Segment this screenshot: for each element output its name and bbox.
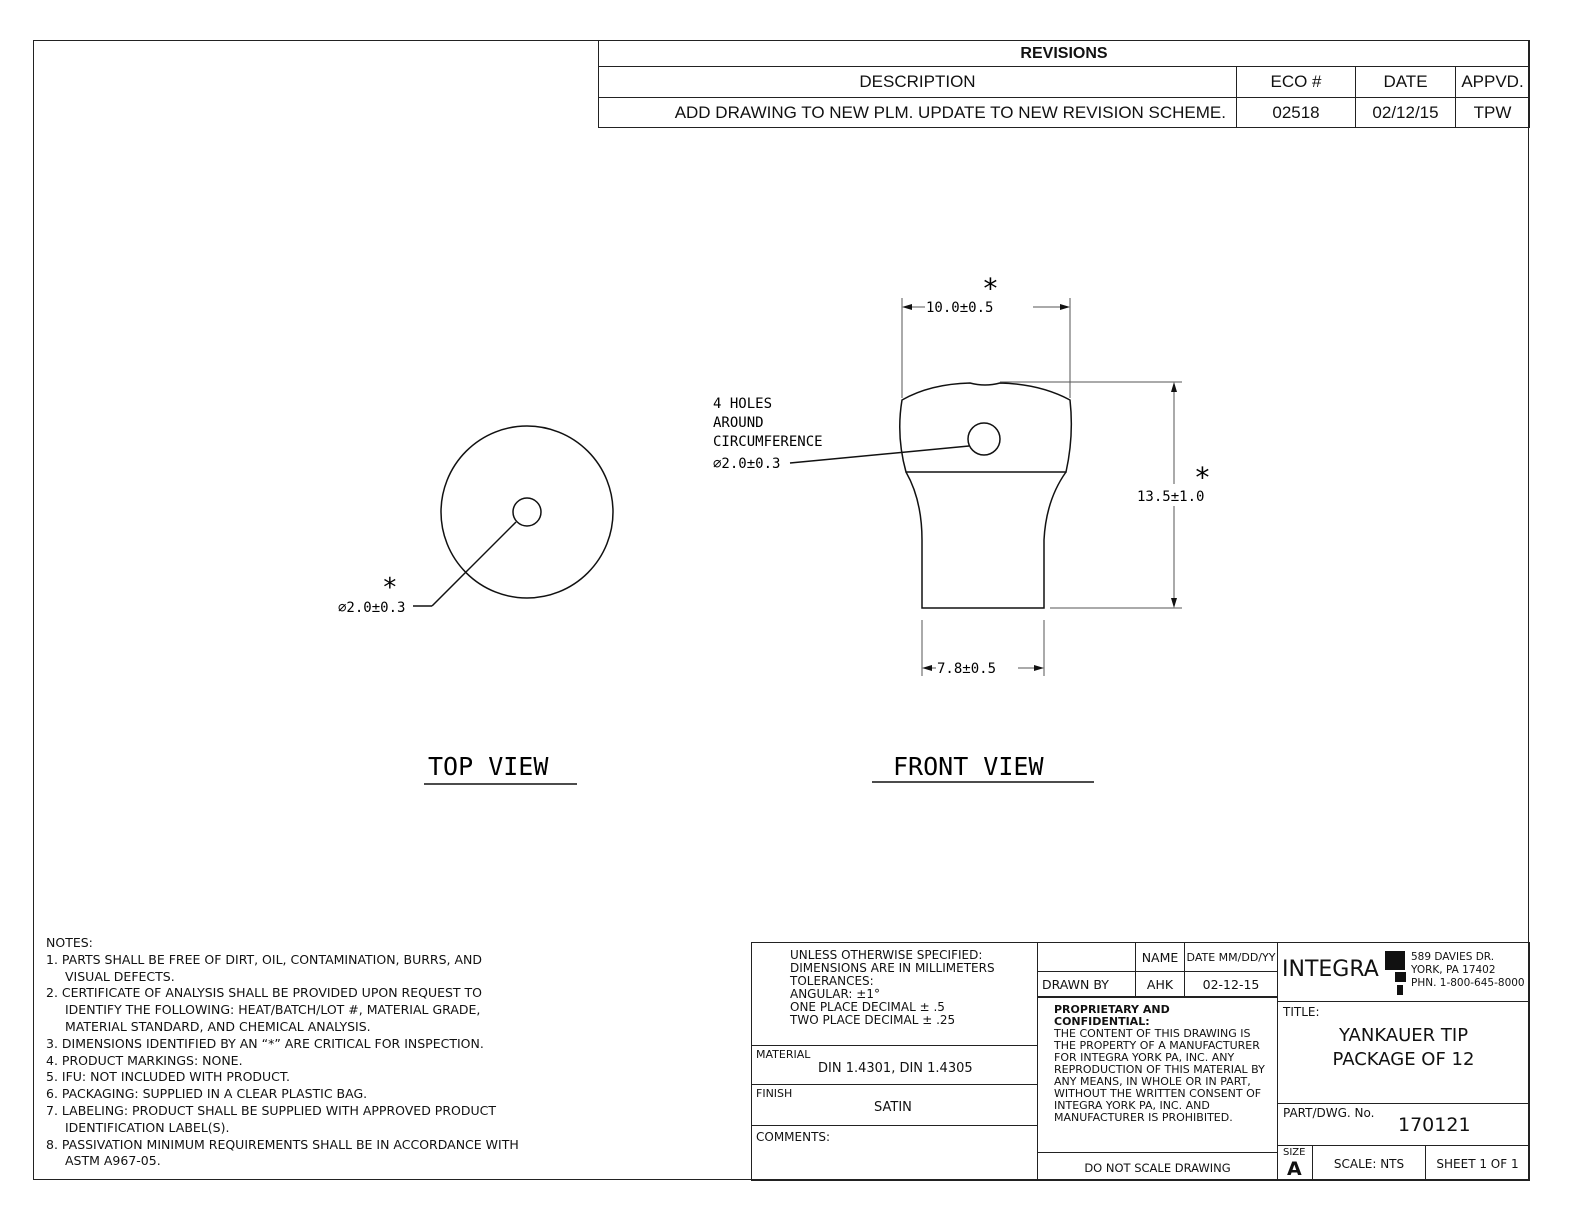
holes-note: 4 HOLES AROUND CIRCUMFERENCE ⌀2.0±0.3 [713,396,823,472]
leader-line [789,445,970,464]
company-logo: INTEGRA [1282,957,1379,982]
drawn-by-label: DRAWN BY [1037,971,1136,997]
header-description: DESCRIPTION [598,66,1237,98]
top-hole-dimension: ⌀2.0±0.3 [338,600,405,616]
holes-note-line: CIRCUMFERENCE [713,434,823,450]
tolerance-line: ANGULAR: ±1° [790,987,880,1001]
company-block: INTEGRA 589 DAVIES DR. YORK, PA 17402 PH… [1277,942,1530,1002]
top-view [413,425,614,785]
holes-note-line: ⌀2.0±0.3 [713,456,780,472]
finish-label: FINISH [756,1087,793,1100]
front-view-hole [967,422,1001,456]
date-header: DATE MM/DD/YY [1184,942,1278,972]
tolerance-line: UNLESS OTHERWISE SPECIFIED: [790,948,983,962]
holes-note-line: AROUND [713,415,764,431]
top-view-hole [512,497,542,527]
note-item: 1. PARTS SHALL BE FREE OF DIRT, OIL, CON… [46,951,482,984]
leader-line [431,521,517,607]
material-block: MATERIAL DIN 1.4301, DIN 1.4305 [751,1045,1038,1085]
note-item: 5. IFU: NOT INCLUDED WITH PRODUCT. [46,1069,291,1085]
dimension-arrows [902,304,1177,671]
drawn-date-value: 02-12-15 [1184,971,1278,997]
scale-value: SCALE: NTS [1312,1145,1426,1181]
finish-block: FINISH SATIN [751,1084,1038,1126]
drawing-title: YANKAUER TIP PACKAGE OF 12 [1278,1024,1529,1072]
tolerance-line: DIMENSIONS ARE IN MILLIMETERS [790,961,995,975]
drawn-by-value: AHK [1135,971,1185,997]
front-view [789,382,1073,609]
top-width-dimension: 10.0±0.5 [926,300,993,316]
revision-appvd: TPW [1455,97,1530,128]
name-header: NAME [1135,942,1185,972]
size-label: SIZE [1283,1147,1306,1158]
bottom-width-dimension: 7.8±0.5 [937,661,996,677]
front-view-label: FRONT VIEW [893,752,1044,781]
front-view-head [899,382,1073,473]
proprietary-text: THE CONTENT OF THIS DRAWING IS THE PROPE… [1054,1027,1265,1124]
do-not-scale: DO NOT SCALE DRAWING [1037,1152,1278,1181]
drawn-by-table: NAME DATE MM/DD/YY DRAWN BY AHK 02-12-15 [1037,942,1278,997]
title-block: TITLE: YANKAUER TIP PACKAGE OF 12 [1277,1001,1530,1104]
company-address: 589 DAVIES DR. YORK, PA 17402 PHN. 1-800… [1411,951,1525,990]
part-label: PART/DWG. No. [1283,1106,1375,1120]
revision-date: 02/12/15 [1355,97,1456,128]
revisions-table: REVISIONS DESCRIPTION ECO # DATE APPVD. … [598,40,1530,128]
logo-mark [1395,972,1406,982]
size-block: SIZE A [1277,1145,1313,1181]
top-view-label: TOP VIEW [428,752,549,781]
critical-marker: * [1194,461,1211,494]
title-label: TITLE: [1283,1005,1320,1019]
logo-mark [1385,951,1405,970]
address-line: 589 DAVIES DR. [1411,951,1495,963]
note-item: 4. PRODUCT MARKINGS: NONE. [46,1052,243,1068]
title-line: YANKAUER TIP [1338,1025,1469,1046]
note-item: 2. CERTIFICATE OF ANALYSIS SHALL BE PROV… [46,985,483,1034]
tolerance-line: TOLERANCES: [790,974,874,988]
note-item: 7. LABELING: PRODUCT SHALL BE SUPPLIED W… [46,1102,496,1135]
height-dimension: 13.5±1.0 [1137,489,1204,505]
address-line: YORK, PA 17402 [1411,964,1496,976]
dimension-lines [901,298,1182,676]
front-view-body [905,471,1067,609]
sheet-value: SHEET 1 OF 1 [1425,1145,1530,1181]
notes-title: NOTES: [46,935,93,950]
proprietary-title: PROPRIETARY AND CONFIDENTIAL: [1054,1003,1170,1028]
critical-marker: * [382,573,398,603]
tolerance-line: TWO PLACE DECIMAL ± .25 [790,1013,956,1027]
holes-note-line: 4 HOLES [713,396,772,412]
note-item: 3. DIMENSIONS IDENTIFIED BY AN “*” ARE C… [46,1035,484,1051]
top-view-outline [440,425,614,599]
comments-label: COMMENTS: [756,1130,831,1144]
critical-marker: * [982,272,999,305]
revision-description: ADD DRAWING TO NEW PLM. UPDATE TO NEW RE… [598,97,1237,128]
part-number: 170121 [1398,1114,1471,1136]
comments-block: COMMENTS: [751,1125,1038,1181]
tolerance-line: ONE PLACE DECIMAL ± .5 [790,1000,945,1014]
size-value: A [1287,1158,1302,1180]
tolerances-block: UNLESS OTHERWISE SPECIFIED: DIMENSIONS A… [751,942,1038,1046]
logo-mark [1397,985,1403,995]
note-item: 8. PASSIVATION MINIMUM REQUIREMENTS SHAL… [46,1136,519,1169]
material-value: DIN 1.4301, DIN 1.4305 [818,1061,973,1076]
title-line: PACKAGE OF 12 [1332,1049,1475,1070]
material-label: MATERIAL [756,1048,811,1061]
address-line: PHN. 1-800-645-8000 [1411,977,1525,989]
finish-value: SATIN [874,1100,912,1115]
part-number-block: PART/DWG. No. 170121 [1277,1103,1530,1146]
table-row: ADD DRAWING TO NEW PLM. UPDATE TO NEW RE… [598,97,1530,128]
note-item: 6. PACKAGING: SUPPLIED IN A CLEAR PLASTI… [46,1086,368,1102]
proprietary-block: PROPRIETARY AND CONFIDENTIAL: THE CONTEN… [1037,997,1278,1153]
notes: NOTES: 1. PARTS SHALL BE FREE OF DIRT, O… [46,935,526,1170]
